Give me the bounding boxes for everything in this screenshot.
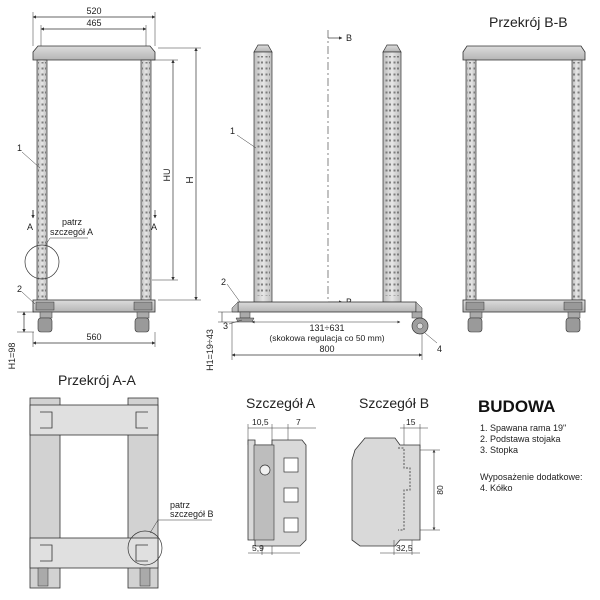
aa-ref-note-2: szczegół B <box>170 509 214 519</box>
detail-b-dim-side: 80 <box>435 485 445 495</box>
front-view: 520 465 HU H 1 A A <box>7 6 201 369</box>
budowa-list: 1. Spawana rama 19" 2. Podstawa stojaka … <box>480 423 566 456</box>
side-callout-1: 1 <box>230 126 235 136</box>
section-bb-view <box>462 45 586 333</box>
section-aa-title: Przekrój A-A <box>58 372 136 388</box>
extras-item: 4. Kółko <box>480 483 513 493</box>
front-ref-note-2: szczegół A <box>50 227 93 237</box>
detail-a-dim-left: 10,5 <box>252 417 269 427</box>
budowa-item: 3. Stopka <box>480 445 519 455</box>
front-dim-width-outer: 520 <box>86 6 101 16</box>
side-adjust-range: 131÷631 <box>310 323 345 333</box>
side-view: B B 1 2 3 4 131÷631 (skokowa regul <box>205 30 442 371</box>
front-dim-base: 560 <box>86 332 101 342</box>
section-aa-view: patrz szczegół B <box>29 397 214 589</box>
detail-b-dim-bottom: 32,5 <box>396 543 413 553</box>
front-dim-h: H <box>185 176 196 183</box>
section-bb-title: Przekrój B-B <box>489 14 568 30</box>
side-callout-2: 2 <box>221 277 226 287</box>
front-callout-1: 1 <box>17 143 22 153</box>
detail-a-title: Szczegół A <box>246 395 316 411</box>
side-section-b-top: B <box>346 33 352 43</box>
extras-title: Wyposażenie dodatkowe: <box>480 472 583 482</box>
detail-b-title: Szczegół B <box>359 395 430 411</box>
detail-b-dim-top: 15 <box>406 417 416 427</box>
budowa-item: 2. Podstawa stojaka <box>480 434 561 444</box>
aa-ref-note-1: patrz <box>170 500 191 510</box>
front-ref-note-1: patrz <box>62 217 83 227</box>
budowa-title: BUDOWA <box>478 397 556 416</box>
detail-a-dim-right: 7 <box>296 417 301 427</box>
side-dim-h1: H1=19÷43 <box>205 329 215 371</box>
front-dim-h1: H1=98 <box>7 343 17 370</box>
extras-list: Wyposażenie dodatkowe: 4. Kółko <box>480 472 582 494</box>
front-callout-2: 2 <box>17 284 22 294</box>
detail-a-dim-bottom: 5,9 <box>252 543 264 553</box>
front-dim-hu: HU <box>162 169 172 182</box>
side-callout-4: 4 <box>437 344 442 354</box>
front-dim-width-inner: 465 <box>86 18 101 28</box>
side-adjust-note: (skokowa regulacja co 50 mm) <box>269 333 384 343</box>
front-section-a-left: A <box>27 222 33 232</box>
side-dim-depth: 800 <box>319 344 334 354</box>
budowa-item: 1. Spawana rama 19" <box>480 423 567 433</box>
detail-b-view: 15 80 32,5 <box>351 417 445 555</box>
detail-a-view: 10,5 7 5,9 <box>247 417 316 555</box>
front-section-a-right: A <box>151 222 157 232</box>
side-callout-3: 3 <box>223 321 228 331</box>
